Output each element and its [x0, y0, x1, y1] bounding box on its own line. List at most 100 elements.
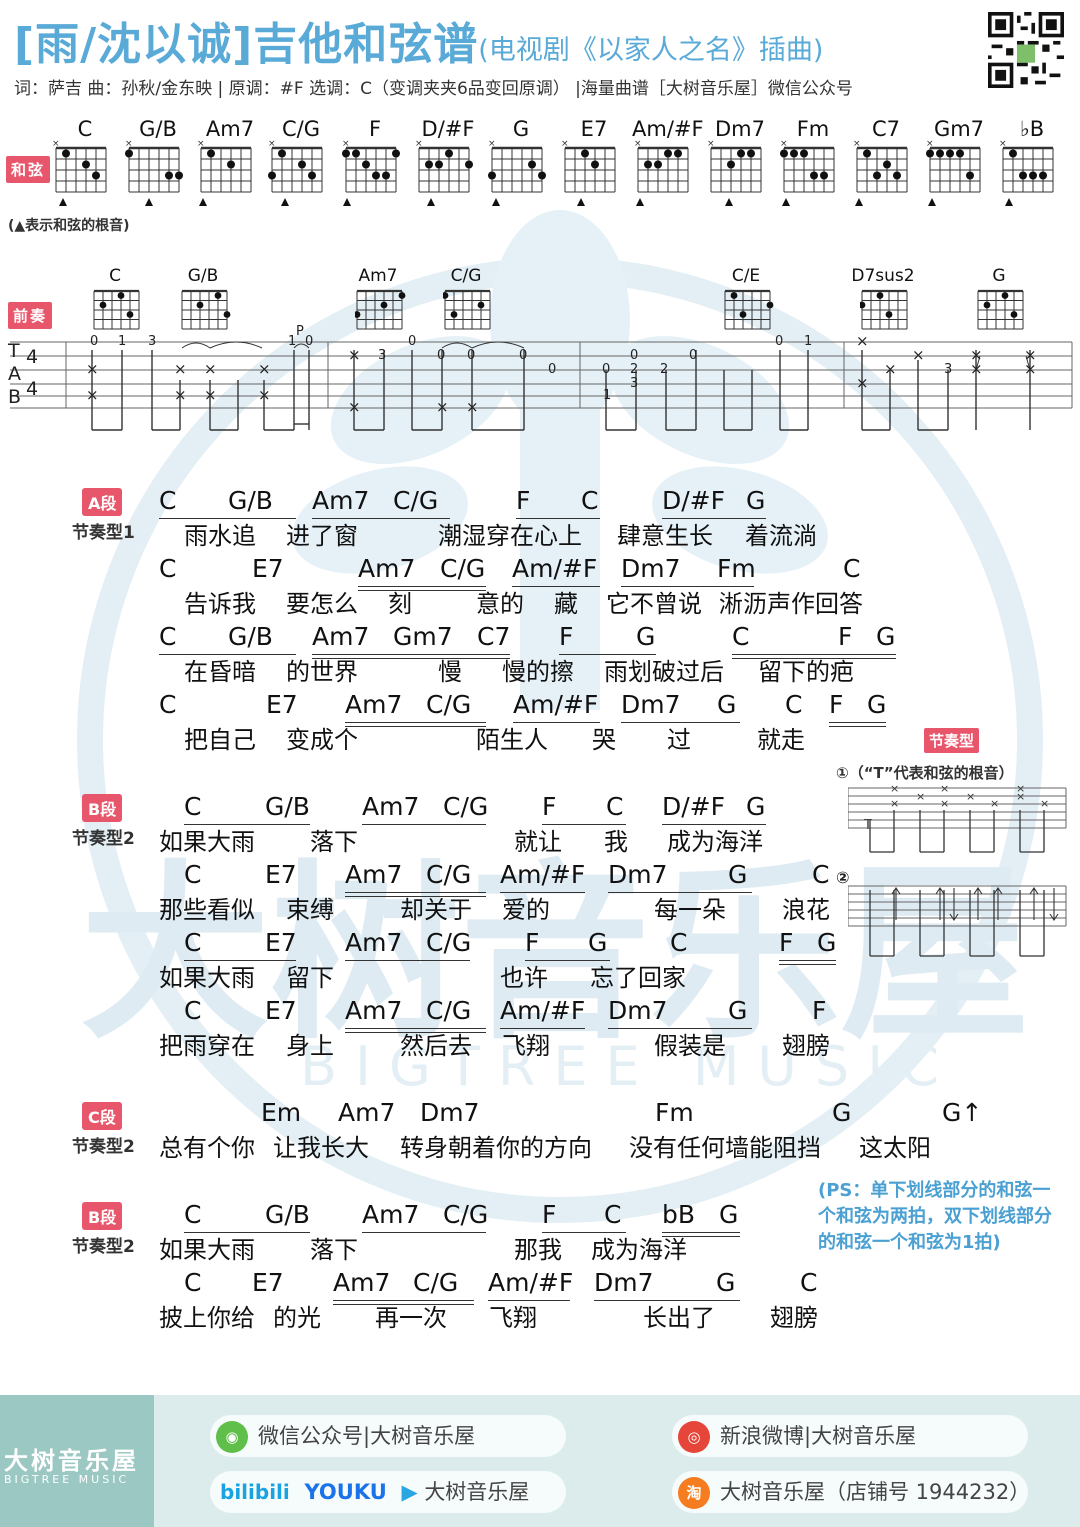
tab-number: 1 — [288, 334, 297, 349]
chord-underline — [542, 824, 626, 825]
chord-symbol: F — [829, 690, 844, 719]
rhythm-panel-label: 节奏型 — [924, 728, 980, 753]
tab-mute-mark: × — [466, 398, 479, 416]
footer-brand-cn: 大树音乐屋 — [4, 1447, 139, 1475]
chord-symbol: Em — [261, 1098, 302, 1127]
svg-text:×: × — [999, 140, 1007, 149]
chord-symbol: Am7 — [333, 1268, 391, 1297]
section-tag: B段 — [82, 794, 123, 822]
svg-text:×: × — [415, 140, 423, 149]
chord-underline — [732, 654, 896, 655]
chord-symbol: C/G — [393, 486, 439, 515]
chord-underline — [345, 896, 486, 897]
svg-text:×: × — [916, 790, 925, 803]
chord-symbol: C — [670, 928, 688, 957]
tab-number: 0 — [467, 348, 476, 363]
lyric-fragment: 那我 — [514, 1236, 562, 1264]
tab-mute-mark: × — [970, 360, 983, 378]
tab-number: 3 — [630, 376, 639, 391]
chord-underline — [345, 1032, 486, 1033]
chord-diagram: × — [707, 140, 762, 206]
tab-number: 3 — [944, 362, 953, 377]
lyric-fragment: 假装是 — [654, 1032, 726, 1060]
chord-label: G/B — [139, 117, 177, 141]
chord-diagram: × — [342, 140, 400, 206]
lyric-fragment: 也许 — [500, 964, 548, 992]
tab-mute-mark: × — [1024, 360, 1037, 378]
chord-symbol: F — [542, 1200, 557, 1229]
chord-underline — [608, 892, 752, 893]
tab-mute-mark: × — [204, 386, 217, 404]
lyric-fragment: 这太阳 — [859, 1134, 931, 1162]
chord-diagram: × — [634, 140, 689, 206]
lyric-fragment: 潮湿穿在心上 — [438, 522, 582, 550]
chord-symbol: C — [604, 1200, 622, 1229]
chord-label: Am/#F — [632, 117, 704, 141]
tab-number: 3 — [148, 334, 157, 349]
chord-symbol: C — [184, 860, 202, 889]
chord-symbol: C — [800, 1268, 818, 1297]
chord-underline — [500, 1028, 585, 1029]
chord-symbol: Am7 — [345, 996, 403, 1025]
lyric-fragment: 飞翔 — [502, 1032, 550, 1060]
lyric-fragment: 慢的擦 — [502, 658, 574, 686]
chord-symbol: Dm7 — [621, 554, 681, 583]
chord-symbol: C — [606, 792, 624, 821]
video-link[interactable]: bilibili YOUKU ▶ 大树音乐屋 — [210, 1471, 566, 1513]
chord-symbol: G — [588, 928, 608, 957]
chord-underline — [829, 722, 886, 723]
intro-chord-diagram — [860, 289, 908, 330]
wechat-link[interactable]: ◉微信公众号|大树音乐屋 — [210, 1415, 566, 1457]
shop-link[interactable]: 淘大树音乐屋（店铺号 1944232） — [672, 1471, 1030, 1513]
chord-symbol: G — [817, 928, 837, 957]
time-sig-top: 4 — [26, 346, 39, 368]
rhythm-patterns: ××× ××××× ×× — [848, 782, 1067, 957]
weibo-link[interactable]: ◎新浪微博|大树音乐屋 — [672, 1415, 1028, 1457]
chord-symbol: E7 — [252, 554, 284, 583]
chord-symbol: C — [184, 928, 202, 957]
chord-symbol: Dm7 — [608, 860, 668, 889]
chord-underline — [345, 1028, 486, 1029]
chord-symbol: Am7 — [338, 1098, 396, 1127]
chord-symbol: Am/#F — [512, 554, 598, 583]
lyric-fragment: 意的 — [476, 590, 524, 618]
lyric-fragment: 刻 — [388, 590, 412, 618]
chord-symbol: C/G — [413, 1268, 459, 1297]
tab-mute-mark: × — [348, 398, 361, 416]
lyric-fragment: 藏 — [554, 590, 578, 618]
lyric-fragment: 身上 — [286, 1032, 334, 1060]
tab-number: 3 — [378, 348, 387, 363]
chord-underline — [333, 1304, 474, 1305]
pull-off-mark: P — [296, 324, 304, 339]
chord-symbol: C — [159, 554, 177, 583]
lyric-fragment: 哭 — [592, 726, 616, 754]
chord-underline — [512, 586, 600, 587]
lyric-fragment: 没有任何墙能阻挡 — [629, 1134, 821, 1162]
chord-underline — [345, 722, 486, 723]
tab-mute-mark: × — [856, 374, 869, 392]
chord-symbol: F — [516, 486, 531, 515]
chord-symbol: C/G — [426, 690, 472, 719]
chord-underline — [829, 726, 886, 727]
svg-text:×: × — [52, 140, 60, 149]
chord-symbol: C — [159, 690, 177, 719]
tab-number: 1 — [118, 334, 127, 349]
tab-number: 0 — [408, 334, 417, 349]
chord-underline — [312, 518, 450, 519]
tab-mute-mark: × — [856, 332, 869, 350]
chord-symbol: Fm — [655, 1098, 694, 1127]
chord-underline — [608, 1028, 752, 1029]
svg-text:×: × — [488, 140, 496, 149]
chord-diagram: × — [926, 140, 981, 206]
chord-diagram: × — [415, 140, 473, 206]
chord-symbol: G/B — [265, 1200, 310, 1229]
chord-label: C/G — [281, 117, 320, 141]
chord-underline — [184, 960, 296, 961]
section-tag: A段 — [82, 488, 123, 516]
lyric-fragment: 每一朵 — [654, 896, 726, 924]
tab-number: 0 — [305, 334, 314, 349]
chord-label: Fm — [796, 117, 830, 141]
lyric-fragment: 要怎么 — [286, 590, 358, 618]
lyric-fragment: 它不曾说 — [606, 590, 702, 618]
intro-chord-label: C/E — [731, 266, 761, 286]
